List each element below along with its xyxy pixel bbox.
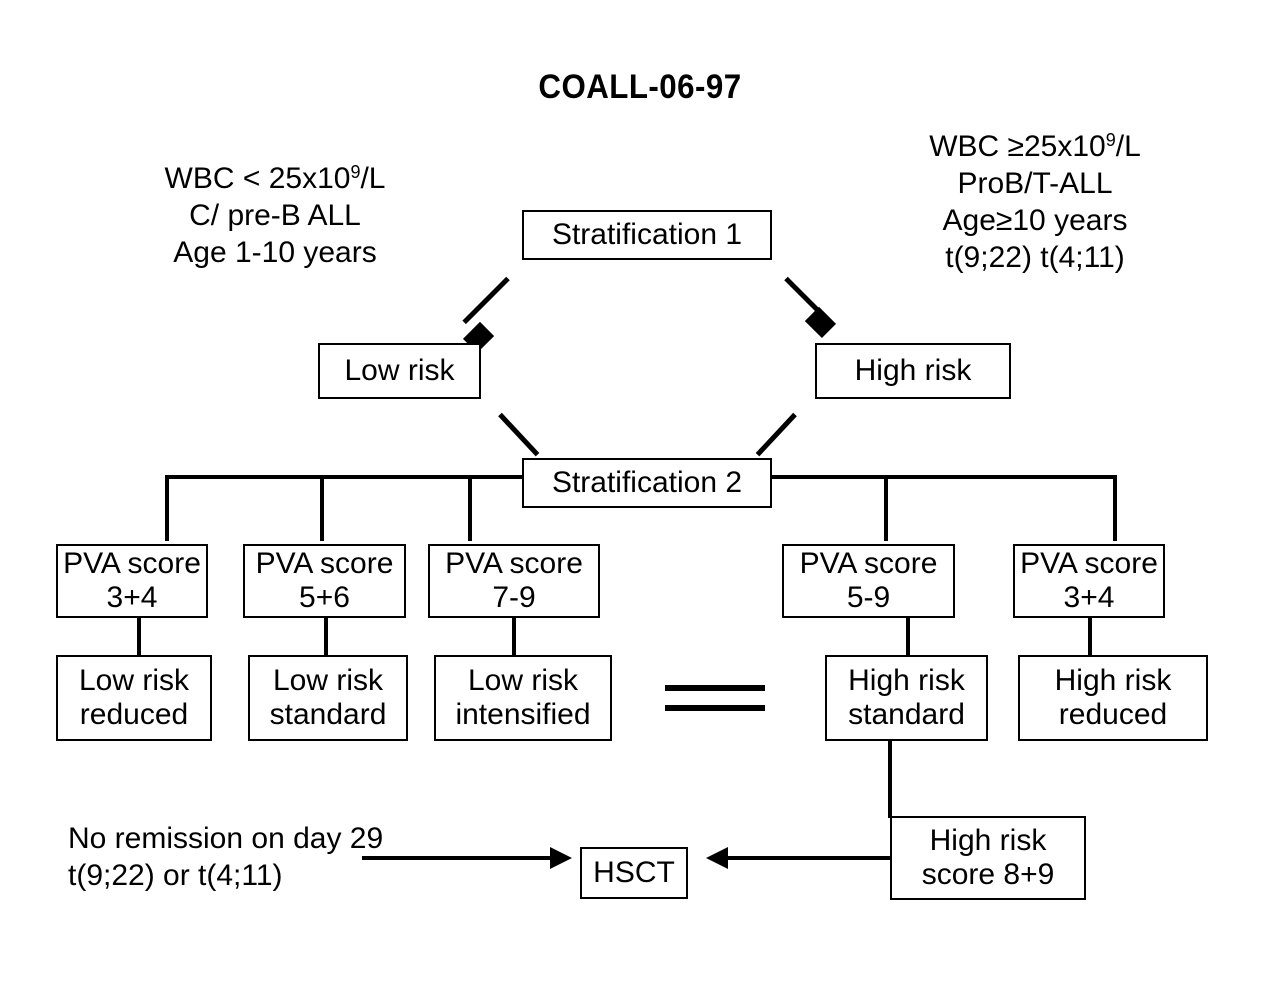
- node-hsct-label: HSCT: [593, 856, 675, 889]
- node-pva-score-5-6-low[interactable]: PVA score 5+6: [243, 544, 406, 618]
- hr-score-line-1: High risk: [929, 824, 1047, 857]
- no-remission-criteria-text: No remission on day 29 t(9;22) or t(4;11…: [68, 820, 383, 894]
- out-l2-line-1: Low risk: [272, 664, 384, 697]
- low-risk-criteria-line-2: C/ pre-B ALL: [189, 199, 361, 232]
- arrow-no-remission-to-hsct-shaft: [362, 856, 552, 860]
- pva-l2-line-2: 5+6: [299, 581, 350, 614]
- no-remission-line-2: t(9;22) or t(4;11): [68, 859, 283, 892]
- out-r2-line-1: High risk: [1054, 664, 1172, 697]
- node-pva-score-5-9-high[interactable]: PVA score 5-9: [782, 544, 955, 618]
- out-l1-line-2: reduced: [79, 698, 189, 731]
- connector-high-risk-standard-to-score-8-9: [888, 740, 892, 818]
- node-pva-score-3-4-low[interactable]: PVA score 3+4: [56, 544, 208, 618]
- node-pva-score-7-9-low[interactable]: PVA score 7-9: [428, 544, 600, 618]
- low-risk-criteria-line-3: Age 1-10 years: [173, 236, 377, 269]
- arrow-strat1-to-low-risk-shaft: [462, 276, 510, 325]
- arrow-strat1-to-high-risk-head: [804, 306, 837, 339]
- figure-title: COALL-06-97: [538, 68, 742, 106]
- node-high-risk-standard[interactable]: High risk standard: [825, 655, 988, 741]
- bus-right-drop-2: [1113, 475, 1117, 541]
- node-stratification-1[interactable]: Stratification 1: [522, 210, 772, 260]
- connector-pva-l2-to-outcome: [324, 617, 328, 657]
- high-risk-criteria-line-4: t(9;22) t(4;11): [945, 241, 1125, 274]
- connector-pva-l1-to-outcome: [137, 617, 141, 657]
- pva-r1-line-1: PVA score: [799, 547, 938, 580]
- node-hsct[interactable]: HSCT: [580, 847, 688, 899]
- bus-left-drop-2: [320, 475, 324, 541]
- node-high-risk-label: High risk: [854, 354, 972, 387]
- superscript-9: 9: [350, 162, 361, 183]
- connector-pva-r1-to-outcome: [906, 617, 910, 657]
- bus-right-drop-1: [884, 475, 888, 541]
- connector-pva-r2-to-outcome: [1088, 617, 1092, 657]
- pva-r2-line-1: PVA score: [1020, 547, 1158, 580]
- pva-l3-line-1: PVA score: [445, 547, 583, 580]
- arrow-no-remission-to-hsct-head: [550, 847, 572, 869]
- bus-right-horizontal: [770, 475, 1117, 479]
- node-low-risk-label: Low risk: [344, 354, 455, 387]
- out-l3-line-1: Low risk: [467, 664, 579, 697]
- bus-left-drop-1: [165, 475, 169, 541]
- node-stratification-2-label: Stratification 2: [551, 466, 743, 499]
- no-remission-line-1: No remission on day 29: [68, 822, 384, 855]
- connector-pva-l3-to-outcome: [512, 617, 516, 657]
- node-low-risk-standard[interactable]: Low risk standard: [248, 655, 408, 741]
- low-risk-criteria-text: WBC < 25x109/L C/ pre-B ALL Age 1-10 yea…: [110, 160, 440, 271]
- superscript-9: 9: [1105, 130, 1116, 151]
- connector-low-risk-to-strat2: [498, 412, 540, 457]
- node-high-risk-reduced[interactable]: High risk reduced: [1018, 655, 1208, 741]
- node-stratification-2[interactable]: Stratification 2: [522, 458, 772, 508]
- out-l2-line-2: standard: [269, 698, 387, 731]
- pva-l3-line-2: 7-9: [492, 581, 536, 614]
- pva-l1-line-2: 3+4: [106, 581, 158, 614]
- out-r1-line-1: High risk: [848, 664, 965, 697]
- node-low-risk-reduced[interactable]: Low risk reduced: [56, 655, 212, 741]
- bus-left-drop-3: [468, 475, 472, 541]
- low-risk-criteria-line-1: WBC < 25x109/L: [164, 162, 386, 195]
- high-risk-criteria-line-1: WBC ≥25x109/L: [929, 130, 1141, 163]
- out-l1-line-1: Low risk: [78, 664, 190, 697]
- bus-left-horizontal: [165, 475, 525, 479]
- out-l3-line-2: intensified: [455, 698, 591, 731]
- pva-l1-line-1: PVA score: [63, 547, 201, 580]
- node-high-risk-score-8-9[interactable]: High risk score 8+9: [890, 816, 1086, 900]
- hr-score-line-2: score 8+9: [921, 858, 1055, 891]
- connector-high-risk-to-strat2: [755, 412, 797, 457]
- arrow-score-to-hsct-head: [706, 847, 728, 869]
- node-low-risk-intensified[interactable]: Low risk intensified: [434, 655, 612, 741]
- node-stratification-1-label: Stratification 1: [551, 218, 743, 251]
- high-risk-criteria-text: WBC ≥25x109/L ProB/T-ALL Age≥10 years t(…: [880, 128, 1190, 276]
- pva-l2-line-1: PVA score: [255, 547, 394, 580]
- pva-r1-line-2: 5-9: [846, 581, 891, 614]
- out-r1-line-2: standard: [848, 698, 965, 731]
- node-high-risk[interactable]: High risk: [815, 343, 1011, 399]
- node-pva-score-3-4-high[interactable]: PVA score 3+4: [1013, 544, 1165, 618]
- node-low-risk[interactable]: Low risk: [318, 343, 481, 399]
- high-risk-criteria-line-2: ProB/T-ALL: [957, 167, 1113, 200]
- pva-r2-line-2: 3+4: [1063, 581, 1115, 614]
- out-r2-line-2: reduced: [1058, 698, 1168, 731]
- equals-icon: [665, 685, 765, 711]
- arrow-score-to-hsct-shaft: [710, 856, 892, 860]
- high-risk-criteria-line-3: Age≥10 years: [942, 204, 1128, 237]
